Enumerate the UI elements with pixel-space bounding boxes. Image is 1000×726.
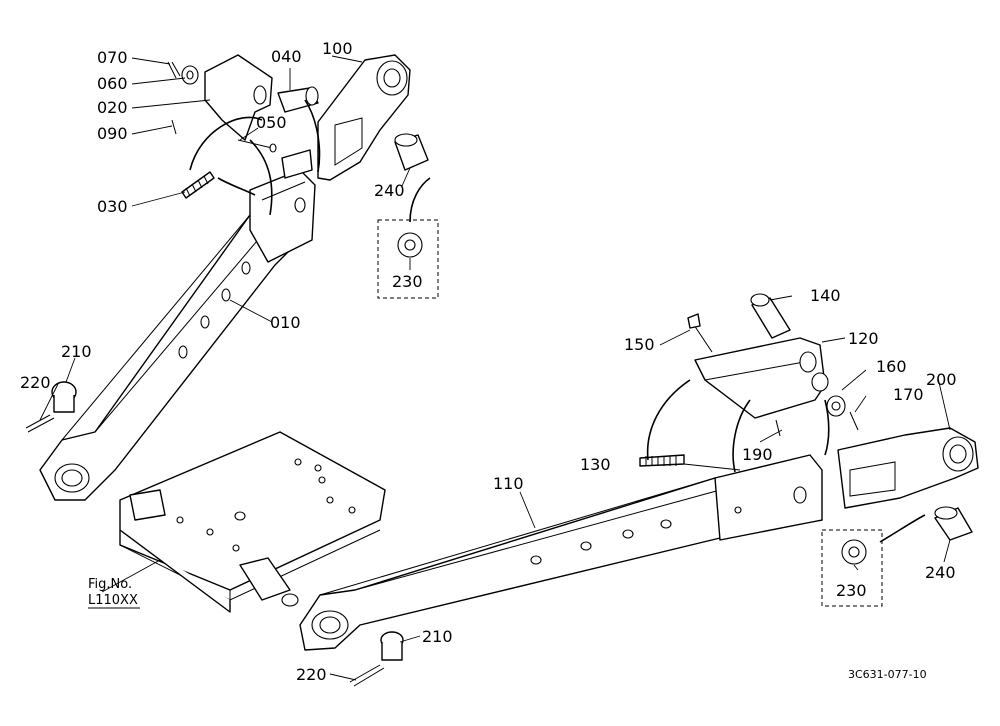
- label-230-bottom: 230: [836, 581, 867, 600]
- pin-090: [171, 119, 177, 135]
- label-020: 020: [97, 98, 128, 117]
- pin-070: [167, 61, 181, 79]
- label-010: 010: [270, 313, 301, 332]
- spring-130: [639, 454, 685, 467]
- bolt-150: [687, 313, 713, 353]
- pin-140: [750, 293, 791, 339]
- bracket-020: [204, 54, 316, 263]
- washer-230-top-box: [377, 219, 439, 299]
- label-030: 030: [97, 197, 128, 216]
- fig-no-value: L110XX: [88, 593, 138, 608]
- end-fitting-100: [317, 54, 411, 181]
- label-050: 050: [256, 113, 287, 132]
- clip-220-left: [25, 414, 55, 433]
- label-190: 190: [742, 445, 773, 464]
- mount-plate: [119, 431, 386, 613]
- bracket-120: [694, 337, 829, 419]
- fig-no-label: Fig.No.: [88, 577, 132, 592]
- label-220-left: 220: [20, 373, 51, 392]
- label-130: 130: [580, 455, 611, 474]
- label-200: 200: [926, 370, 957, 389]
- pin-040: [277, 86, 319, 113]
- label-170: 170: [893, 385, 924, 404]
- bushing-240-top: [394, 133, 429, 171]
- lower-link-left: [39, 199, 306, 501]
- clip-220-right: [349, 664, 385, 687]
- drawing-code: 3C631-077-10: [848, 668, 927, 681]
- label-240-top: 240: [374, 181, 405, 200]
- figure-number: Fig.No. L110XX: [88, 577, 140, 609]
- label-230-top: 230: [392, 272, 423, 291]
- part-labels: 070 060 020 090 040 100 050 030 240 230 …: [20, 39, 957, 684]
- label-140: 140: [810, 286, 841, 305]
- pin-210-right: [380, 631, 404, 661]
- lower-link-right: [299, 454, 823, 651]
- spring-030: [181, 171, 215, 199]
- label-090: 090: [97, 124, 128, 143]
- assembly-arrows: [189, 99, 926, 543]
- label-070: 070: [97, 48, 128, 67]
- label-060: 060: [97, 74, 128, 93]
- label-240-bottom: 240: [925, 563, 956, 582]
- washer-060: [181, 65, 199, 85]
- bushing-240-bottom: [934, 506, 973, 541]
- label-220-right: 220: [296, 665, 327, 684]
- label-150: 150: [624, 335, 655, 354]
- washer-160: [826, 395, 846, 417]
- label-110: 110: [493, 474, 524, 493]
- pin-190: [775, 419, 781, 437]
- label-040: 040: [271, 47, 302, 66]
- label-120: 120: [848, 329, 879, 348]
- label-210-left: 210: [61, 342, 92, 361]
- bolt-050: [237, 139, 277, 153]
- pin-170: [849, 411, 859, 431]
- label-100: 100: [322, 39, 353, 58]
- label-210-right: 210: [422, 627, 453, 646]
- leader-lines: [39, 55, 951, 681]
- washer-230-bottom-box: [821, 529, 883, 607]
- end-fitting-200: [837, 427, 979, 509]
- pin-210-left: [51, 381, 77, 413]
- label-160: 160: [876, 357, 907, 376]
